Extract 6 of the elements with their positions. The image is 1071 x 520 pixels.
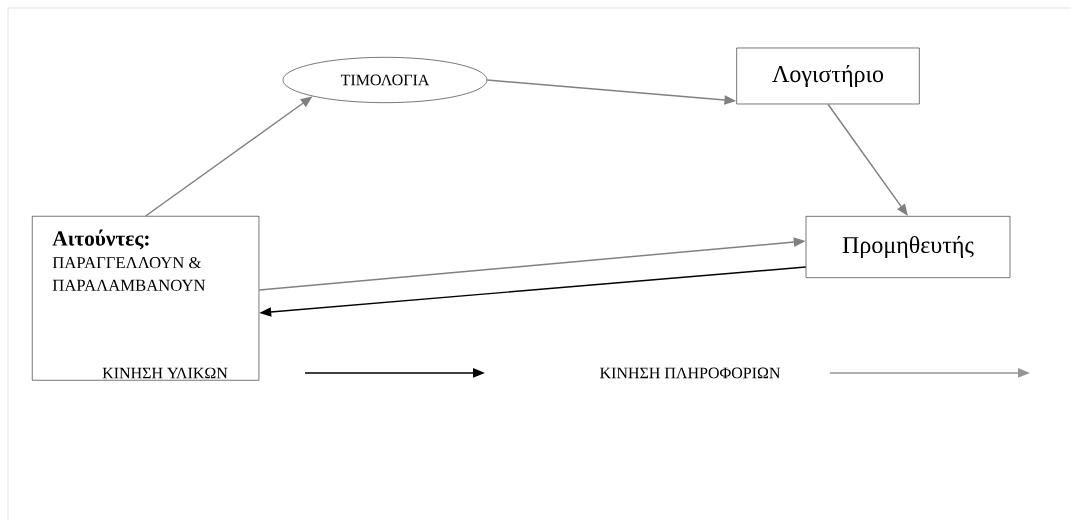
arrow	[827, 103, 908, 216]
legend-label: ΚΙΝΗΣΗ ΠΛΗΡΟΦΟΡΙΩΝ	[600, 367, 781, 379]
process-box: Προμηθευτής	[805, 216, 1011, 278]
ellipse-node: ΤΙΜΟΛΟΓΙΑ	[282, 57, 488, 103]
legend-label: ΚΙΝΗΣΗ ΥΛΙΚΩΝ	[102, 367, 228, 379]
process-box: Λογιστήριο	[736, 47, 920, 105]
